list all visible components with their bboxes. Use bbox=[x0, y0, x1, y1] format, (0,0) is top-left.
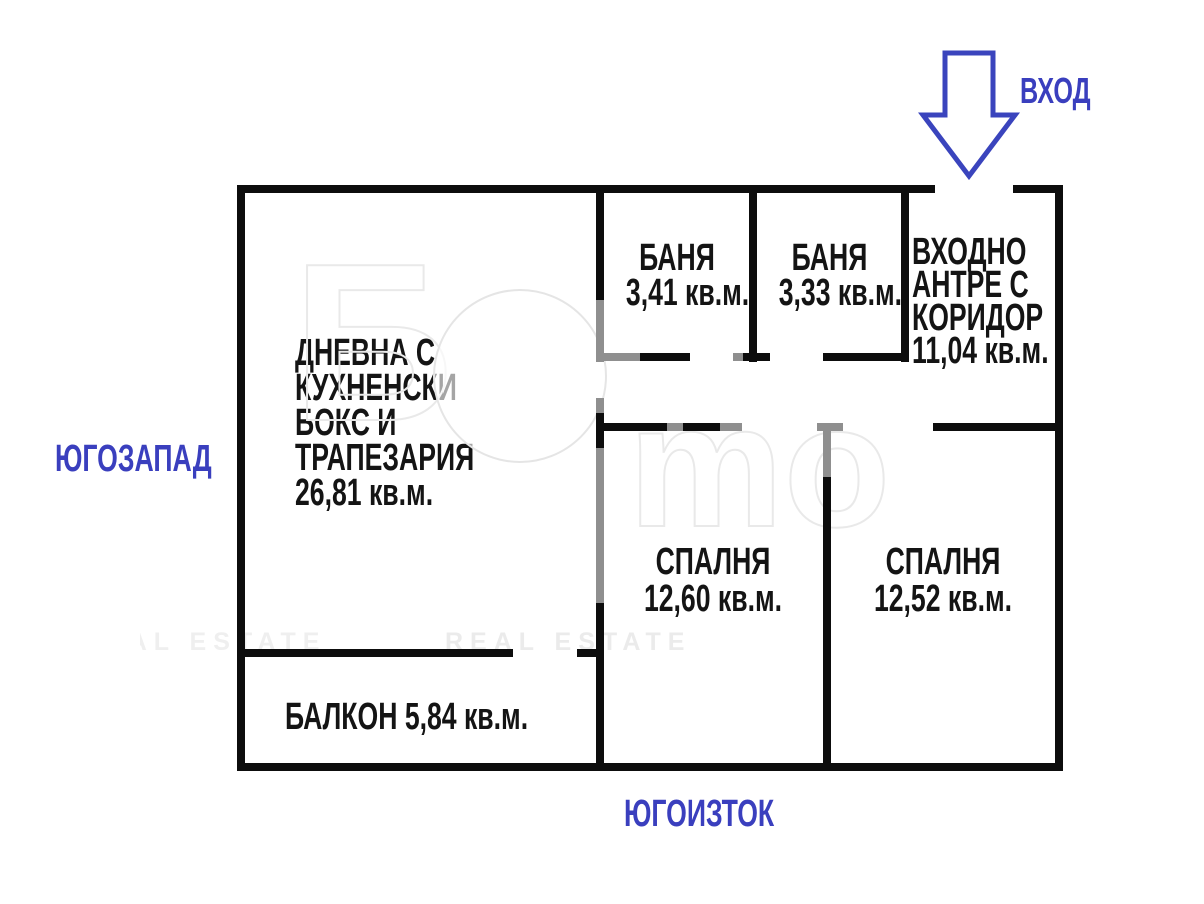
wall-bath1-bath2 bbox=[749, 185, 757, 362]
wall-bedroom1-top-b bbox=[683, 423, 720, 431]
wall-balcony-bedroom1 bbox=[596, 603, 604, 771]
bedroom1-area: 12,60 кв.м. bbox=[643, 578, 783, 620]
living-line-1: ДНЕВНА С bbox=[295, 332, 436, 374]
entrance-label: ВХОД bbox=[1020, 70, 1091, 111]
room-label-living: ДНЕВНА С КУХНЕНСКИ БОКС И ТРАПЕЗАРИЯ 26,… bbox=[295, 332, 475, 514]
wall-bath1-bottom-stub-light bbox=[733, 353, 743, 361]
wall-bedroom-divider-head bbox=[817, 423, 843, 431]
watermark-circle bbox=[433, 289, 607, 463]
bath1-name: БАНЯ bbox=[639, 237, 715, 279]
hall-line-1: ВХОДНО bbox=[912, 231, 1027, 273]
wall-bath2-hall bbox=[901, 185, 909, 362]
living-line-3: БОКС И bbox=[295, 402, 397, 444]
wall-exterior-top-left bbox=[237, 185, 935, 193]
balcony-text: БАЛКОН 5,84 кв.м. bbox=[285, 696, 529, 738]
direction-southeast: ЮГОИЗТОК bbox=[624, 795, 774, 833]
watermark-small: mo bbox=[628, 369, 891, 564]
wall-living-corridor-light bbox=[596, 398, 604, 413]
hall-line-3: КОРИДОР bbox=[912, 297, 1044, 339]
wall-balcony-top-right bbox=[577, 649, 604, 657]
wall-bedroom1-top-a bbox=[596, 423, 667, 431]
bedroom2-name: СПАЛНЯ bbox=[885, 541, 1001, 583]
watermark: Б mo REAL ESTATE REAL ESTATE bbox=[140, 230, 892, 656]
hall-area: 11,04 кв.м. bbox=[912, 330, 1049, 372]
wall-exterior-top-right bbox=[1013, 185, 1063, 193]
wall-bath1-bottom bbox=[640, 353, 690, 361]
wall-bath2-bottom bbox=[823, 353, 909, 361]
living-area: 26,81 кв.м. bbox=[295, 472, 434, 514]
watermark-letter: Б bbox=[292, 230, 454, 468]
wall-living-bath1-light bbox=[596, 300, 604, 362]
living-line-4: ТРАПЕЗАРИЯ bbox=[295, 437, 475, 479]
wall-exterior-right bbox=[1055, 185, 1063, 771]
wall-bath1-bottom-light bbox=[604, 353, 640, 361]
living-line-2: КУХНЕНСКИ bbox=[295, 367, 457, 409]
southeast-text: ЮГОИЗТОК bbox=[624, 793, 775, 835]
direction-southwest: ЮГОЗАПАД bbox=[55, 440, 212, 478]
wall-bedroom1-top-light-b bbox=[720, 423, 742, 431]
wall-exterior-bottom bbox=[237, 763, 1063, 771]
room-label-entry-hall: ВХОДНО АНТРЕ С КОРИДОР 11,04 кв.м. bbox=[912, 231, 1049, 372]
room-label-bedroom2: СПАЛНЯ 12,52 кв.м. bbox=[863, 541, 1023, 620]
wall-living-bath1-top bbox=[596, 185, 604, 300]
bedroom2-area: 12,52 кв.м. bbox=[873, 578, 1013, 620]
room-label-balcony: БАЛКОН 5,84 кв.м. bbox=[285, 698, 528, 736]
wall-hall-bottom bbox=[933, 423, 1063, 431]
entrance-text: ВХОД bbox=[1020, 70, 1091, 111]
wall-bedroom1-top-light-a bbox=[667, 423, 683, 431]
bath2-name: БАНЯ bbox=[791, 237, 868, 279]
wall-bedrooms-divider bbox=[823, 477, 831, 771]
southwest-text: ЮГОЗАПАД bbox=[55, 438, 212, 480]
wall-bath-divider-foot bbox=[743, 353, 770, 361]
room-label-bedroom1: СПАЛНЯ 12,60 кв.м. bbox=[635, 541, 792, 620]
wall-bedrooms-divider-light bbox=[823, 431, 831, 477]
entrance-arrow-icon bbox=[917, 44, 1022, 187]
wall-living-bedroom1-light bbox=[596, 448, 604, 603]
wall-balcony-top-left bbox=[237, 649, 513, 657]
bedroom1-name: СПАЛНЯ bbox=[655, 541, 771, 583]
hall-line-2: АНТРЕ С bbox=[912, 264, 1029, 306]
wall-exterior-left bbox=[237, 185, 245, 771]
